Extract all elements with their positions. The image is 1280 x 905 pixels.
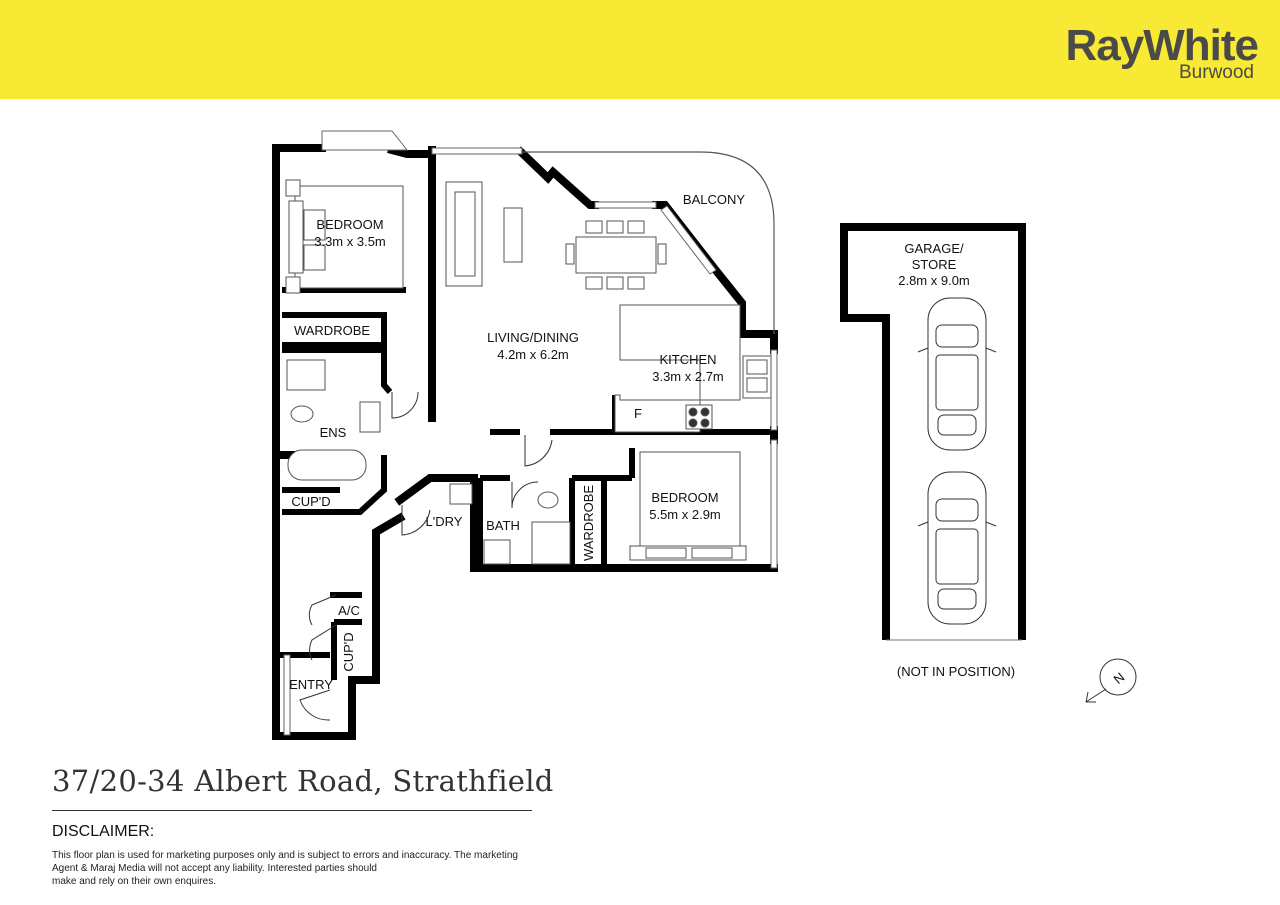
- garage-name-line2: STORE: [912, 257, 957, 272]
- car-icon: [917, 297, 997, 451]
- ac-label: A/C: [338, 603, 360, 618]
- balcony-outline: [521, 151, 775, 334]
- door-swings: [299, 391, 553, 721]
- address-divider: [52, 810, 532, 811]
- disclaimer-line: This floor plan is used for marketing pu…: [52, 850, 518, 861]
- property-address: 37/20-34 Albert Road, Strathfield: [52, 764, 554, 798]
- furniture: [285, 179, 772, 565]
- wardrobe1-name: WARDROBE: [294, 323, 370, 338]
- cupboard2-name: CUP'D: [341, 632, 356, 671]
- ensuite-name: ENS: [320, 425, 347, 440]
- garage-size: 2.8m x 9.0m: [898, 273, 970, 288]
- disclaimer-line: make and rely on their own enquires.: [52, 876, 216, 887]
- disclaimer-text: This floor plan is used for marketing pu…: [52, 849, 542, 888]
- entry-name: ENTRY: [289, 677, 333, 692]
- kitchen-name: KITCHEN: [659, 352, 716, 367]
- laundry-name: L'DRY: [426, 514, 463, 529]
- external-walls: [272, 144, 778, 740]
- logo-wordmark: RayWhite: [1065, 21, 1259, 70]
- garage-note: (NOT IN POSITION): [897, 664, 1015, 679]
- bedroom1-name: BEDROOM: [316, 217, 383, 232]
- disclaimer-line: Agent & Maraj Media will not accept any …: [52, 863, 377, 874]
- windows: [283, 130, 778, 736]
- cupboard1-name: CUP'D: [291, 494, 330, 509]
- disclaimer-title: DISCLAIMER:: [52, 823, 155, 840]
- bedroom2-name: BEDROOM: [651, 490, 718, 505]
- logo-word-ray: Ray: [1065, 21, 1145, 70]
- balcony-name: BALCONY: [683, 192, 745, 207]
- floor-plan: N BEDROOM 3.3m x 3.5m WARDROBE LIVING/DI…: [272, 130, 1137, 740]
- north-compass: N: [1085, 658, 1137, 703]
- bedroom2-size: 5.5m x 2.9m: [649, 507, 721, 522]
- bedroom1-size: 3.3m x 3.5m: [314, 234, 386, 249]
- logo-office: Burwood: [1179, 62, 1254, 83]
- living-size: 4.2m x 6.2m: [497, 347, 569, 362]
- kitchen-size: 3.3m x 2.7m: [652, 369, 724, 384]
- logo-word-white: White: [1143, 21, 1259, 70]
- wardrobe2-name: WARDROBE: [581, 485, 596, 561]
- living-name: LIVING/DINING: [487, 330, 579, 345]
- bath-name: BATH: [486, 518, 520, 533]
- raywhite-logo: RayWhite Burwood: [1065, 21, 1259, 83]
- room-labels: BEDROOM 3.3m x 3.5m WARDROBE LIVING/DINI…: [289, 192, 1015, 692]
- garage-name-line1: GARAGE/: [904, 241, 964, 256]
- brand-header: RayWhite Burwood: [0, 0, 1280, 99]
- garage: [840, 223, 1026, 641]
- car-icon: [917, 471, 997, 625]
- fridge-label: F: [634, 406, 642, 421]
